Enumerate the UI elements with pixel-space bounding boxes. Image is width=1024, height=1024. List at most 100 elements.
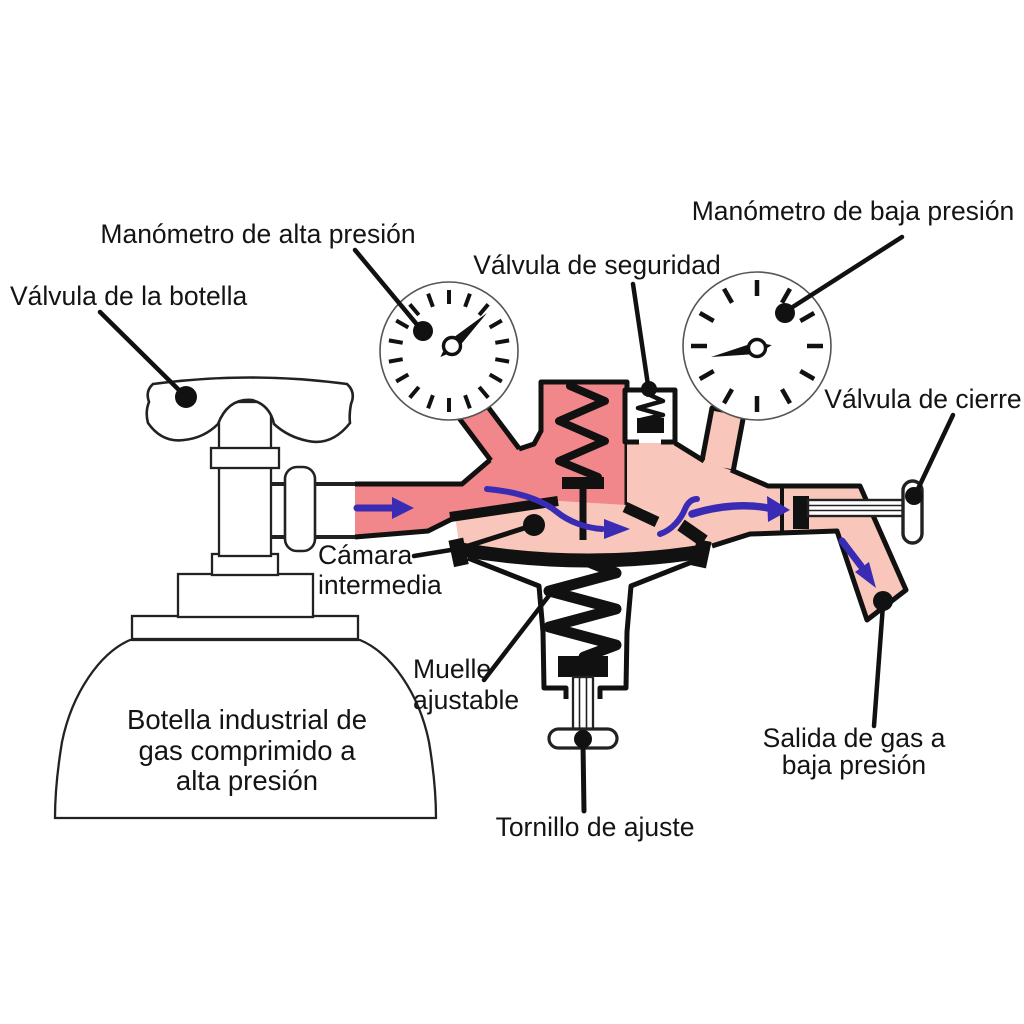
chamber-rise-arrow (657, 496, 700, 537)
low-gauge-ticks (691, 280, 823, 412)
diaphragm-clamp-left (448, 537, 469, 568)
gauge-tick (395, 318, 410, 330)
adjustable-spring-coil (543, 554, 622, 663)
gauge-tick (426, 293, 435, 308)
dot-safety-valve (641, 381, 657, 397)
gauge-tick (477, 385, 490, 399)
flow-arrows (353, 486, 876, 588)
gauge-tick (698, 311, 715, 323)
label-high-pressure-gauge: Manómetro de alta presión (100, 219, 415, 249)
valve-collar (209, 446, 281, 470)
dot-adjustment-screw (574, 730, 592, 748)
label-bottle-valve: Válvula de la botella (10, 281, 247, 311)
leader-high-gauge (352, 247, 422, 330)
housing-right-wall (597, 555, 703, 699)
cylinder-neck-ring (210, 552, 280, 577)
inlet-valve-spring (555, 382, 609, 540)
gauge-tick (388, 357, 404, 364)
leader-outlet (871, 602, 886, 729)
valve-column (217, 462, 273, 558)
outlet-flow-arrow (688, 502, 772, 518)
tower-spring-coil (555, 382, 609, 481)
dot-outlet (873, 591, 893, 611)
valve-outlet-fitting (283, 465, 317, 553)
shutoff-valve-stem (806, 498, 908, 518)
safety-valve (622, 387, 678, 445)
gauge-tick (463, 293, 472, 308)
label-safety-valve: Válvula de seguridad (473, 250, 721, 280)
high-gauge-ticks (388, 290, 510, 412)
gauge-tick (698, 369, 715, 381)
leader-intermediate-chamber (411, 545, 466, 559)
leader-adjustment-screw (580, 741, 587, 814)
label-shutoff-valve: Válvula de cierre (824, 384, 1021, 414)
gauge-tick (799, 369, 816, 381)
label-intermediate-chamber-2: intermedia (318, 570, 442, 600)
leader-lines (97, 234, 956, 814)
label-outlet-2: baja presión (782, 750, 926, 780)
cylinder-dome (53, 638, 438, 820)
leader-bottle-valve (97, 309, 186, 397)
valve-handwheel (145, 376, 355, 444)
gauge-tick (780, 388, 792, 405)
gauge-tick (408, 303, 421, 317)
gauge-tick (388, 338, 404, 345)
label-cylinder-3: alta presión (176, 765, 318, 796)
bottle-valve (145, 376, 357, 558)
leader-adjustable-spring (481, 590, 554, 683)
gauge-tick (408, 385, 421, 399)
down-outlet-arrow (838, 537, 865, 570)
outlet-flow-arrowhead (767, 496, 790, 522)
gauge-tick (799, 311, 816, 323)
label-outlet-1: Salida de gas a (763, 723, 946, 753)
dot-bottle-valve (175, 386, 197, 408)
spring-housing (467, 554, 703, 750)
high-pressure-outline-bottom (354, 516, 454, 540)
leader-shutoff-valve (914, 412, 956, 494)
label-adjustable-spring-2: ajustable (413, 685, 519, 715)
high-pressure-gauge (379, 281, 519, 421)
screw-rod (571, 675, 595, 732)
shutoff-valve-block (793, 496, 809, 529)
dot-high-gauge (413, 321, 433, 341)
cylinder-neck (176, 572, 315, 619)
gauge-tick (426, 394, 435, 409)
high-gauge-hub (441, 335, 463, 357)
dot-low-gauge (775, 303, 795, 323)
low-pressure-body (627, 440, 909, 623)
gauge-tick (722, 388, 734, 405)
seat-flow-arrow (484, 486, 605, 532)
low-gauge-hub (746, 337, 768, 359)
label-intermediate-chamber-1: Cámara (318, 540, 413, 570)
spring-seat (558, 656, 608, 677)
label-adjustable-spring-1: Muelle (413, 654, 491, 684)
gauge-tick (780, 287, 792, 304)
labels: Manómetro de alta presión Válvula de la … (10, 196, 1022, 842)
inlet-flow-arrowhead (392, 497, 414, 519)
label-low-pressure-gauge: Manómetro de baja presión (692, 196, 1015, 226)
gauge-tick (477, 303, 490, 317)
label-adjustment-screw: Tornillo de ajuste (496, 812, 695, 842)
label-cylinder-1: Botella industrial de (127, 704, 367, 735)
valve-lever (467, 522, 535, 549)
down-outlet-arrowhead (855, 562, 876, 588)
gauge-tick (395, 372, 410, 384)
leader-low-gauge (785, 234, 905, 313)
dot-shutoff-valve (905, 487, 923, 505)
gauge-tick (488, 372, 503, 384)
gauge-tick (463, 394, 472, 409)
safety-valve-spring (635, 392, 666, 423)
seat-plate-mid (622, 502, 660, 527)
seat-plate-angled (677, 519, 708, 547)
gauge-tick (494, 338, 510, 345)
seat-flow-arrowhead (604, 519, 630, 539)
lever-pivot-pin (523, 514, 545, 536)
low-pressure-outline (673, 440, 909, 623)
gauge-tick (488, 318, 503, 330)
cylinder-shoulder-plate (130, 614, 360, 641)
gauge-tick (494, 357, 510, 364)
gauge-tick (722, 287, 734, 304)
housing-left-wall (467, 555, 569, 699)
